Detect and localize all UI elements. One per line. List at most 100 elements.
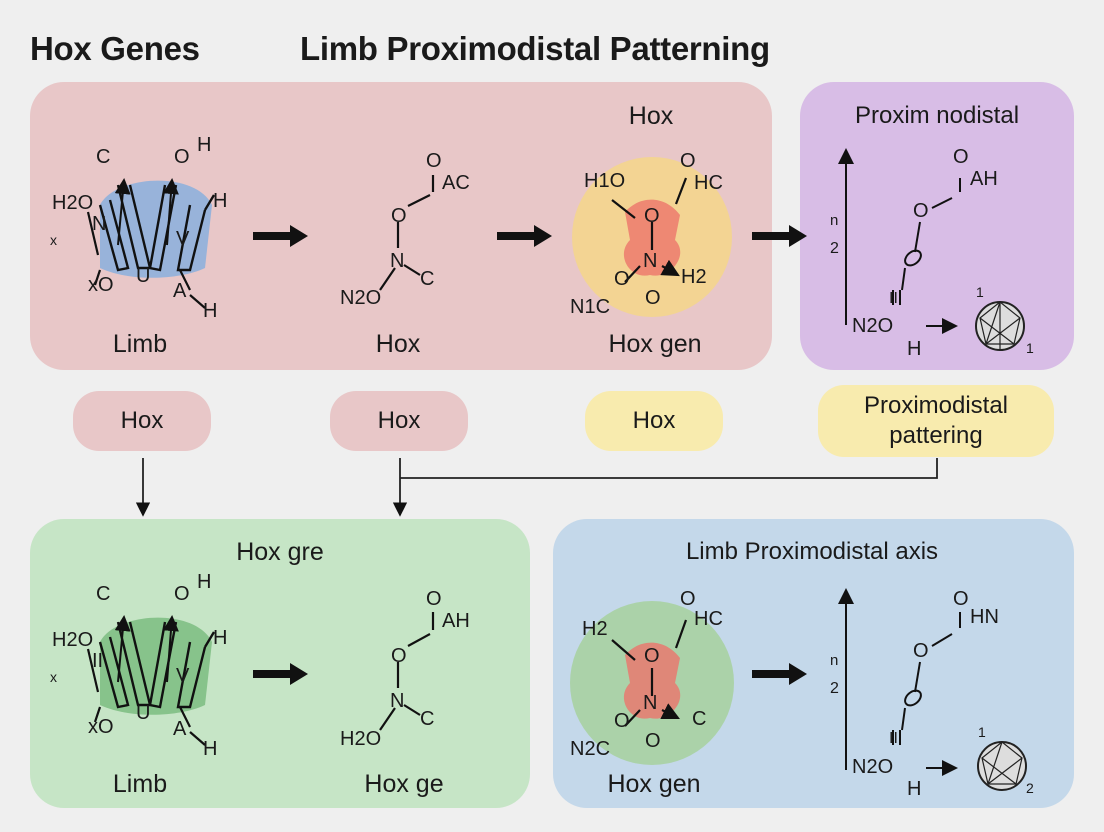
- atom: H: [203, 300, 218, 322]
- atom: H2O: [340, 728, 382, 750]
- flow-arrows: [253, 225, 807, 685]
- title-hox-gre: Hox gre: [236, 538, 324, 566]
- atom: V: [176, 228, 190, 250]
- atom: AH: [442, 610, 470, 632]
- atom: II: [889, 290, 898, 307]
- atom: HC: [694, 172, 723, 194]
- atom: 2: [1026, 780, 1034, 796]
- atom: N2O: [852, 756, 894, 778]
- atom: U: [136, 265, 151, 287]
- atom: n: [830, 652, 839, 669]
- atom: O: [953, 146, 969, 168]
- limb-structure-top: [86, 178, 216, 309]
- atom: 2: [830, 240, 839, 257]
- atom: O: [645, 287, 661, 309]
- atom: O: [426, 588, 442, 610]
- atom: H: [197, 571, 212, 593]
- atom: C: [692, 708, 707, 730]
- atom: H: [907, 338, 922, 360]
- atom: O: [174, 146, 190, 168]
- atom: H: [203, 738, 218, 760]
- title-hox-structure: Hox: [628, 102, 674, 130]
- atom: H2O: [52, 192, 94, 214]
- pill-hox-2: Hox: [330, 391, 468, 451]
- atom: C: [96, 146, 111, 168]
- atom: 1: [978, 724, 986, 740]
- label-hox-top: Hox: [375, 330, 421, 358]
- atom: n: [830, 212, 839, 229]
- pill-hox-1: Hox: [73, 391, 211, 451]
- label-limb-bottom: Limb: [112, 770, 168, 798]
- atom: V: [176, 665, 190, 687]
- atom: N: [390, 250, 405, 272]
- atom: II: [92, 650, 104, 672]
- atom: O: [645, 730, 661, 752]
- atom: 1: [976, 284, 984, 300]
- title-left: Hox Genes: [30, 30, 200, 67]
- atom: O: [953, 588, 969, 610]
- atom: HN: [970, 606, 999, 628]
- atom: N: [92, 213, 107, 235]
- atom: 1: [1026, 340, 1034, 356]
- atom: O: [644, 205, 660, 227]
- atom: N: [390, 690, 405, 712]
- proximodistal-structure: [838, 148, 1025, 351]
- atom: H2O: [52, 629, 94, 651]
- atom: H: [907, 778, 922, 800]
- label-hox-ge: Hox ge: [364, 770, 444, 798]
- atom: A: [173, 280, 187, 302]
- atom: N: [643, 692, 658, 714]
- atom: AC: [442, 172, 470, 194]
- hox-structure-top: [379, 175, 435, 291]
- atom: II: [889, 730, 898, 747]
- atom: O: [913, 200, 929, 222]
- atom: H2: [582, 618, 608, 640]
- hox-ge-structure-bottom: [379, 612, 435, 731]
- atom: x: [50, 669, 57, 685]
- atom: H2: [681, 266, 707, 288]
- atom: O: [426, 150, 442, 172]
- atom: 2: [830, 680, 839, 697]
- atom: O: [391, 205, 407, 227]
- title-main: Limb Proximodistal Patterning: [300, 30, 770, 67]
- atom: H: [213, 190, 228, 212]
- axis-structure-bottom: [838, 588, 1027, 791]
- atom: A: [173, 718, 187, 740]
- title-proximodistal: Proxim nodistal: [854, 102, 1020, 129]
- atom: O: [391, 645, 407, 667]
- pill-proximodistal: Proximodistal pattering: [818, 385, 1054, 457]
- atom: C: [420, 268, 435, 290]
- atom: O: [644, 645, 660, 667]
- atom: N2O: [340, 287, 382, 309]
- atom: N2O: [852, 315, 894, 337]
- atom: xO: [88, 274, 114, 296]
- atom: O: [913, 640, 929, 662]
- atom: N2C: [570, 738, 611, 760]
- atom: O: [680, 150, 696, 172]
- pill-hox-3: Hox: [585, 391, 723, 451]
- atom: C: [96, 583, 111, 605]
- connector-lines: [135, 458, 938, 517]
- atom: N1C: [570, 296, 611, 318]
- atom: AH: [970, 168, 998, 190]
- atom: U: [136, 702, 151, 724]
- label-hox-gen-bottom: Hox gen: [607, 770, 701, 798]
- atom: O: [680, 588, 696, 610]
- title-limb-proximodistal-axis: Limb Proximodistal axis: [685, 538, 939, 565]
- limb-structure-bottom: [86, 615, 216, 746]
- atom: O: [174, 583, 190, 605]
- atom: O: [614, 710, 630, 732]
- atom: HC: [694, 608, 723, 630]
- label-limb-top: Limb: [112, 330, 168, 358]
- atom: O: [614, 268, 630, 290]
- atom: C: [420, 708, 435, 730]
- atom: H1O: [584, 170, 626, 192]
- hox-gen-structure-top: [572, 157, 732, 317]
- atom: x: [50, 232, 57, 248]
- atom: xO: [88, 716, 114, 738]
- hox-gen-structure-bottom: [570, 601, 734, 765]
- atom: H: [213, 627, 228, 649]
- label-hox-gen-top: Hox gen: [608, 330, 702, 358]
